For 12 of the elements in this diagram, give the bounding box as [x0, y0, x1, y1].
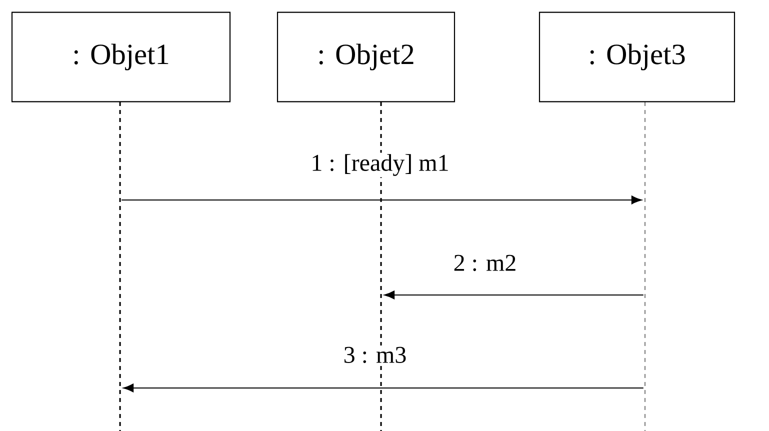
message-label: 1 : [ready] m1	[309, 152, 451, 178]
message-arrow	[123, 384, 644, 392]
message-label: 3 : m3	[342, 346, 408, 364]
lifeline	[119, 102, 121, 431]
lifeline	[380, 102, 382, 431]
message-arrow	[122, 196, 642, 204]
object-box: : Objet1	[11, 12, 231, 102]
lifeline	[644, 102, 646, 431]
message-label: 2 : m2	[452, 254, 518, 272]
object-box: : Objet3	[538, 12, 736, 102]
message-arrow	[384, 290, 644, 300]
object-box: : Objet2	[276, 12, 456, 102]
